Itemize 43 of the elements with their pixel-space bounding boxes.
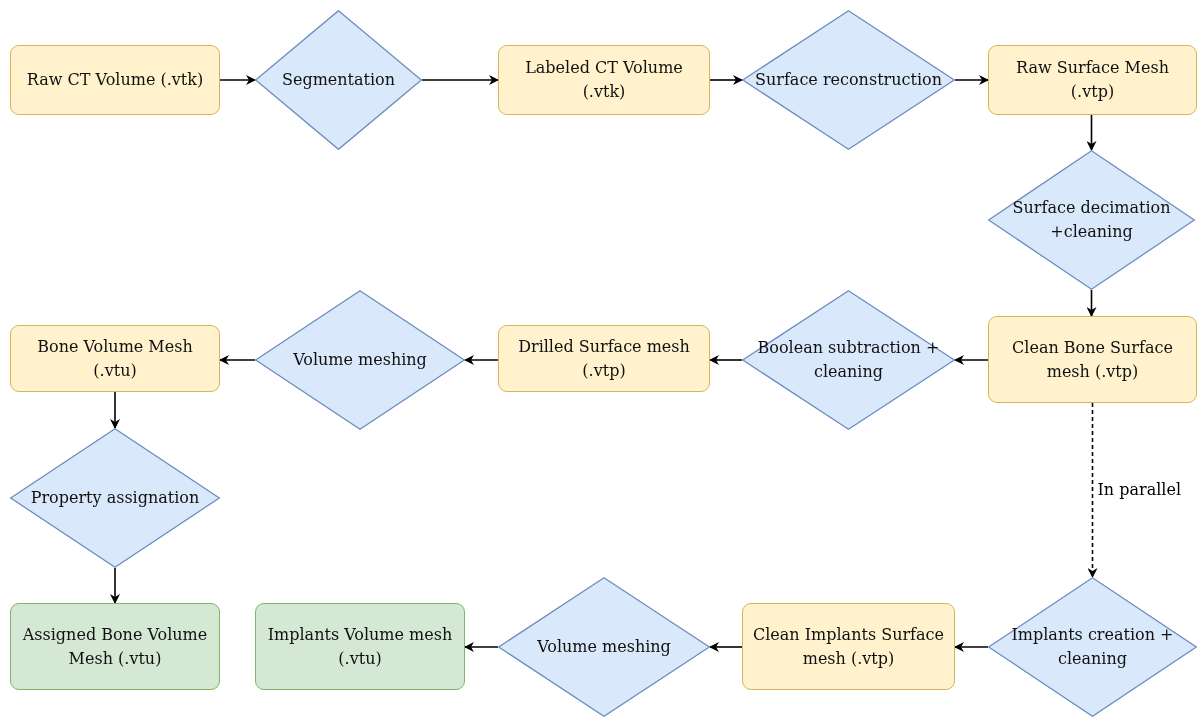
- arrow: [110, 567, 120, 604]
- box-label: Raw Surface Mesh (.vtp): [1015, 57, 1170, 103]
- diamond-label: Volume meshing: [537, 636, 671, 658]
- arrow: [954, 642, 989, 652]
- process-box: [10, 603, 220, 690]
- box-label: Implants Volume mesh (.vtu): [266, 623, 454, 670]
- edge-label: In parallel: [1095, 480, 1183, 500]
- arrow: [709, 355, 743, 365]
- arrow: [421, 75, 499, 85]
- diamond-label: Property assignation: [30, 487, 200, 509]
- box-label: Bone Volume Mesh (.vtu): [36, 335, 194, 382]
- arrow: [709, 642, 743, 652]
- process-box: [498, 325, 710, 392]
- arrow: [954, 355, 989, 365]
- diamond-label: Segmentation: [281, 69, 396, 91]
- diamond-label: Volume meshing: [293, 349, 427, 371]
- arrow: [954, 75, 989, 85]
- arrow: [110, 391, 120, 429]
- process-box: [742, 603, 955, 690]
- arrow: [709, 75, 743, 85]
- box-label: Raw CT Volume (.vtk): [26, 69, 204, 91]
- arrow: [1086, 289, 1097, 317]
- arrow: [1087, 402, 1098, 578]
- diamond-label: Surface decimation +cleaning: [1011, 197, 1172, 243]
- process-box: [255, 603, 465, 690]
- diamond-label: Implants creation + cleaning: [1010, 624, 1175, 670]
- process-box: [988, 316, 1197, 403]
- arrow: [1086, 114, 1097, 151]
- box-label: Clean Bone Surface mesh (.vtp): [1011, 336, 1174, 383]
- process-box: [10, 325, 220, 392]
- box-label: Clean Implants Surface mesh (.vtp): [752, 623, 945, 670]
- process-box: [10, 45, 220, 115]
- arrow: [464, 355, 499, 365]
- arrow: [219, 75, 256, 85]
- arrow: [219, 355, 256, 365]
- box-label: Assigned Bone Volume Mesh (.vtu): [21, 623, 209, 670]
- process-box: [498, 45, 710, 115]
- arrow: [464, 642, 499, 652]
- diamond-label: Surface reconstruction: [755, 69, 942, 91]
- process-box: [988, 45, 1197, 115]
- box-label: Labeled CT Volume (.vtk): [524, 57, 684, 103]
- diamond-label: Boolean subtraction + cleaning: [756, 337, 941, 383]
- box-label: Drilled Surface mesh (.vtp): [517, 335, 691, 382]
